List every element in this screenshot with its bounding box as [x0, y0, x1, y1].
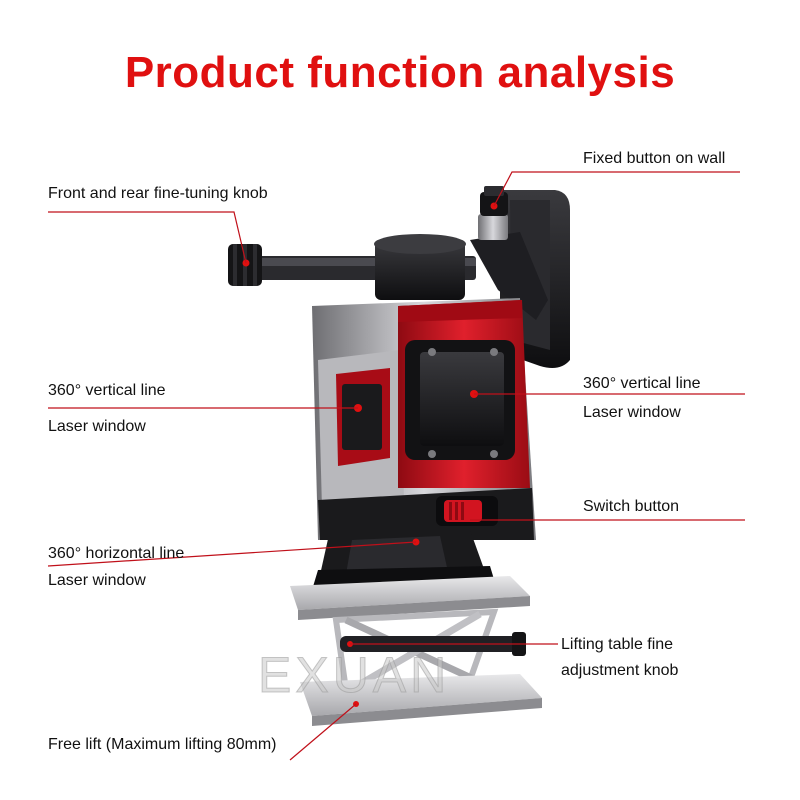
- label-horizontal-line: 360° horizontal line: [48, 545, 185, 562]
- top-arm: [256, 234, 476, 300]
- label-lifting-knob-line2: adjustment knob: [561, 662, 679, 679]
- label-right-vertical-line: 360° vertical line: [583, 375, 701, 392]
- leader-lines: [47, 171, 745, 761]
- page-title: Product function analysis: [124, 48, 676, 97]
- label-free-lift: Free lift (Maximum lifting 80mm): [48, 736, 277, 753]
- brand-watermark: EXUAN: [257, 647, 451, 704]
- label-switch-button: Switch button: [583, 498, 680, 515]
- lifting-table: [290, 576, 542, 726]
- switch-button: [436, 496, 498, 526]
- label-left-laser-window: Laser window: [48, 418, 146, 435]
- label-right-laser-window: Laser window: [583, 404, 681, 421]
- label-fine-tuning-knob: Front and rear fine-tuning knob: [48, 185, 268, 202]
- leader-fine-tuning: [48, 211, 247, 264]
- label-horizontal-window: Laser window: [48, 572, 146, 589]
- leader-fixed-button: [493, 171, 740, 207]
- laser-level-body: [312, 298, 536, 540]
- leader-free-lift: [289, 703, 357, 761]
- fine-tuning-knob: [228, 244, 262, 286]
- wall-fixing-knob: [480, 186, 508, 216]
- label-left-vertical-line: 360° vertical line: [48, 382, 166, 399]
- label-fixed-button: Fixed button on wall: [583, 150, 726, 167]
- leader-horizontal: [47, 541, 417, 567]
- label-lifting-knob-line1: Lifting table fine: [561, 636, 674, 653]
